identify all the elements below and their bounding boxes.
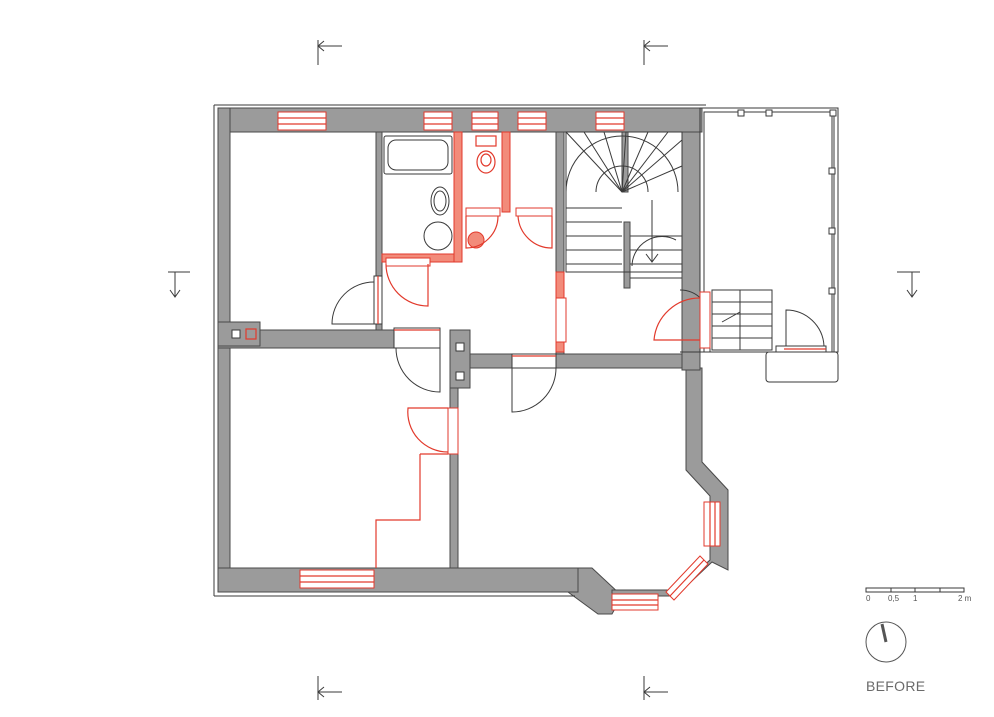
hall-door [653, 289, 711, 353]
scale-tick-0: 0 [866, 594, 871, 603]
scale-tick-0-5: 0,5 [888, 594, 900, 603]
chimney-left [217, 321, 261, 347]
chimney-center [455, 342, 465, 381]
section-marker-top-left [317, 40, 342, 65]
scale-tick-2m: 2 m [958, 594, 972, 603]
windows-top [277, 111, 625, 131]
north-arrow-icon [865, 621, 907, 663]
windows-bottom [299, 501, 721, 611]
wall-inner-lines [213, 104, 706, 597]
section-marker-bottom-left [317, 676, 342, 700]
scale-tick-1: 1 [913, 594, 918, 603]
section-marker-right [897, 271, 920, 298]
plan-caption: BEFORE [866, 678, 926, 694]
annex [699, 107, 839, 383]
section-marker-bottom-right [643, 676, 668, 700]
doors [331, 275, 567, 568]
staircase [565, 131, 683, 279]
section-markers [168, 40, 920, 700]
walls [217, 107, 729, 615]
scale-bar: 0 0,5 1 2 m [865, 587, 972, 603]
section-marker-top-right [643, 40, 668, 65]
bathroom [381, 131, 565, 353]
section-marker-left [168, 271, 190, 298]
